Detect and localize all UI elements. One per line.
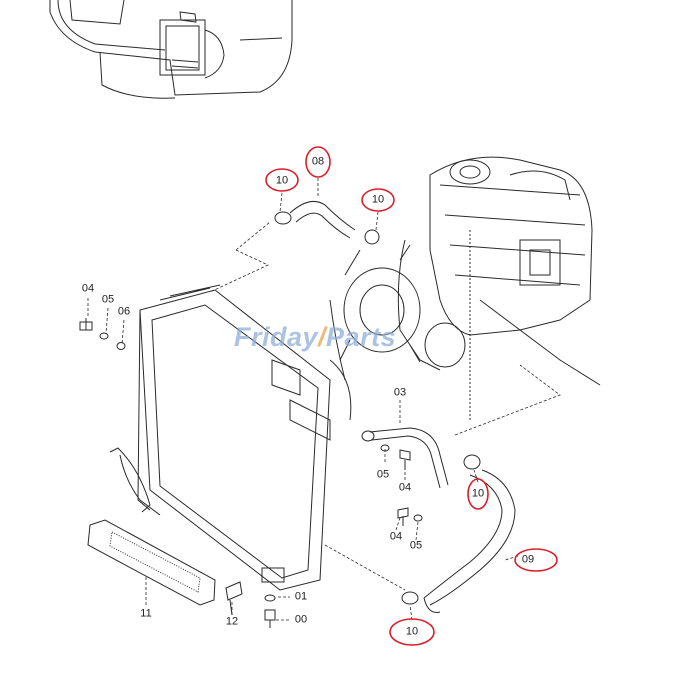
highlight-08 <box>305 146 331 178</box>
callout-05-b: 05 <box>376 468 390 481</box>
callout-06: 06 <box>117 305 131 318</box>
highlight-10-a <box>265 168 299 192</box>
callout-08: 08 <box>311 155 325 168</box>
radiator-drawing <box>109 284 352 591</box>
watermark-part1: Friday <box>234 322 319 352</box>
callout-00: 00 <box>294 613 308 626</box>
callout-10-d: 10 <box>405 625 419 638</box>
fasteners-drawing <box>79 318 423 628</box>
callout-10-b: 10 <box>371 193 385 206</box>
highlight-circles <box>265 146 558 646</box>
highlight-10-d <box>389 618 435 646</box>
leader-lines <box>87 178 561 621</box>
hose-08-drawing <box>274 200 380 245</box>
engine-drawing <box>329 156 601 420</box>
watermark-part2: Parts <box>326 322 397 352</box>
callout-04-c: 04 <box>389 530 403 543</box>
callout-05-c: 05 <box>409 539 423 552</box>
watermark: Friday/Parts <box>234 322 396 353</box>
callout-01: 01 <box>294 590 308 603</box>
callout-04-b: 04 <box>398 481 412 494</box>
callout-12: 12 <box>225 615 239 628</box>
highlight-09 <box>514 548 558 572</box>
hose-03-drawing <box>361 427 449 489</box>
callout-04-a: 04 <box>81 282 95 295</box>
callout-05-a: 05 <box>101 293 115 306</box>
bracket-11-drawing <box>87 519 216 606</box>
callout-11: 11 <box>140 607 152 620</box>
hose-09-drawing <box>401 454 516 613</box>
watermark-accent: / <box>318 322 327 352</box>
highlight-10-b <box>361 188 395 212</box>
callout-10-a: 10 <box>275 174 289 187</box>
callout-10-c: 10 <box>471 487 485 500</box>
callout-03: 03 <box>393 386 407 399</box>
callout-09: 09 <box>521 553 535 566</box>
highlight-10-c <box>467 478 489 510</box>
machine-body-drawing <box>49 0 293 99</box>
